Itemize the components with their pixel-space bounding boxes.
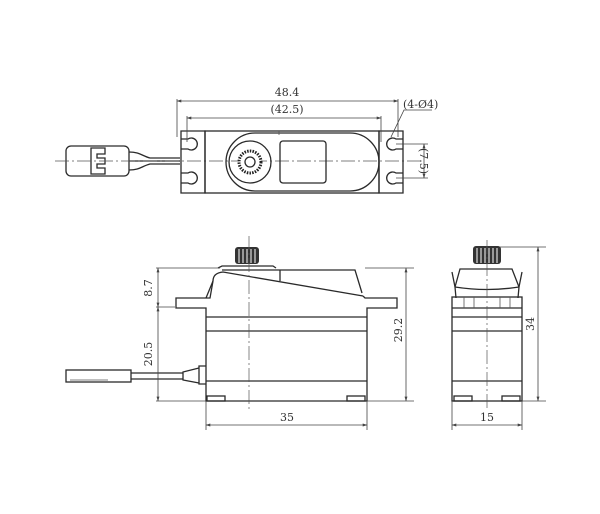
dim-lower-height: 20.5 [142,342,155,367]
output-spline [237,149,263,175]
dim-hole-spec: (4-Ø4) [403,98,438,111]
dim-body-length: 35 [280,411,294,424]
top-view: 48.4 (42.5) (4-Ø4) (7.5) [55,86,438,194]
case-outline [225,132,380,192]
dim-total-height: 29.2 [392,318,405,343]
servo-body-top [204,130,380,194]
dim-end-total-height: 34 [524,317,537,331]
side-view: 8.7 20.5 29.2 35 [65,236,414,430]
side-cable [65,365,206,385]
dim-hole-spacing: (42.5) [270,103,303,116]
dim-body-width: 15 [480,411,494,424]
label-area [279,140,327,184]
side-spline [235,247,259,264]
end-view: 34 15 [451,240,546,430]
dim-overall-length: 48.4 [275,86,300,99]
end-spline [473,246,501,264]
dim-hole-vertical: (7.5) [417,148,430,174]
dim-upper-height: 8.7 [142,279,155,297]
